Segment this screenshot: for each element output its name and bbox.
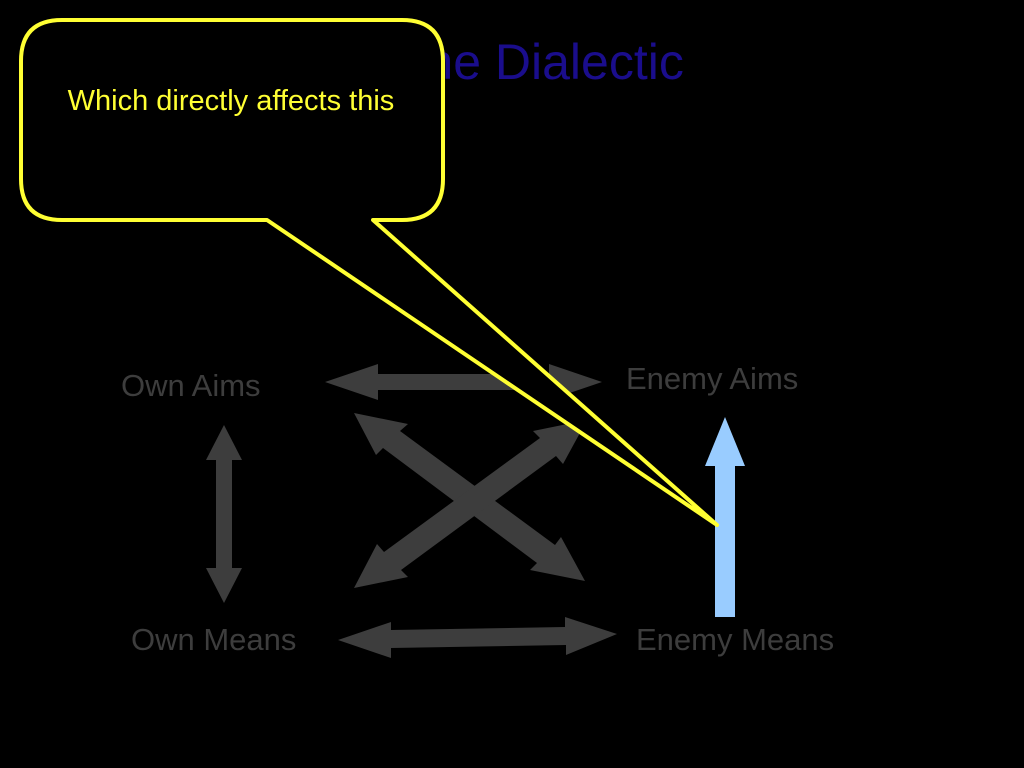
arrow-own-aims-enemy-aims	[325, 364, 602, 400]
node-enemy-aims: Enemy Aims	[626, 361, 799, 396]
highlight-arrow-up	[705, 417, 745, 617]
arrow-own-means-enemy-aims	[354, 420, 587, 588]
node-enemy-means: Enemy Means	[636, 622, 835, 657]
arrow-own-means-enemy-means	[338, 617, 617, 658]
node-own-aims: Own Aims	[121, 368, 261, 403]
arrow-own-aims-own-means	[206, 425, 242, 603]
callout-text: Which directly affects this	[67, 85, 395, 117]
callout-bubble	[19, 18, 719, 527]
node-own-means: Own Means	[131, 622, 297, 657]
